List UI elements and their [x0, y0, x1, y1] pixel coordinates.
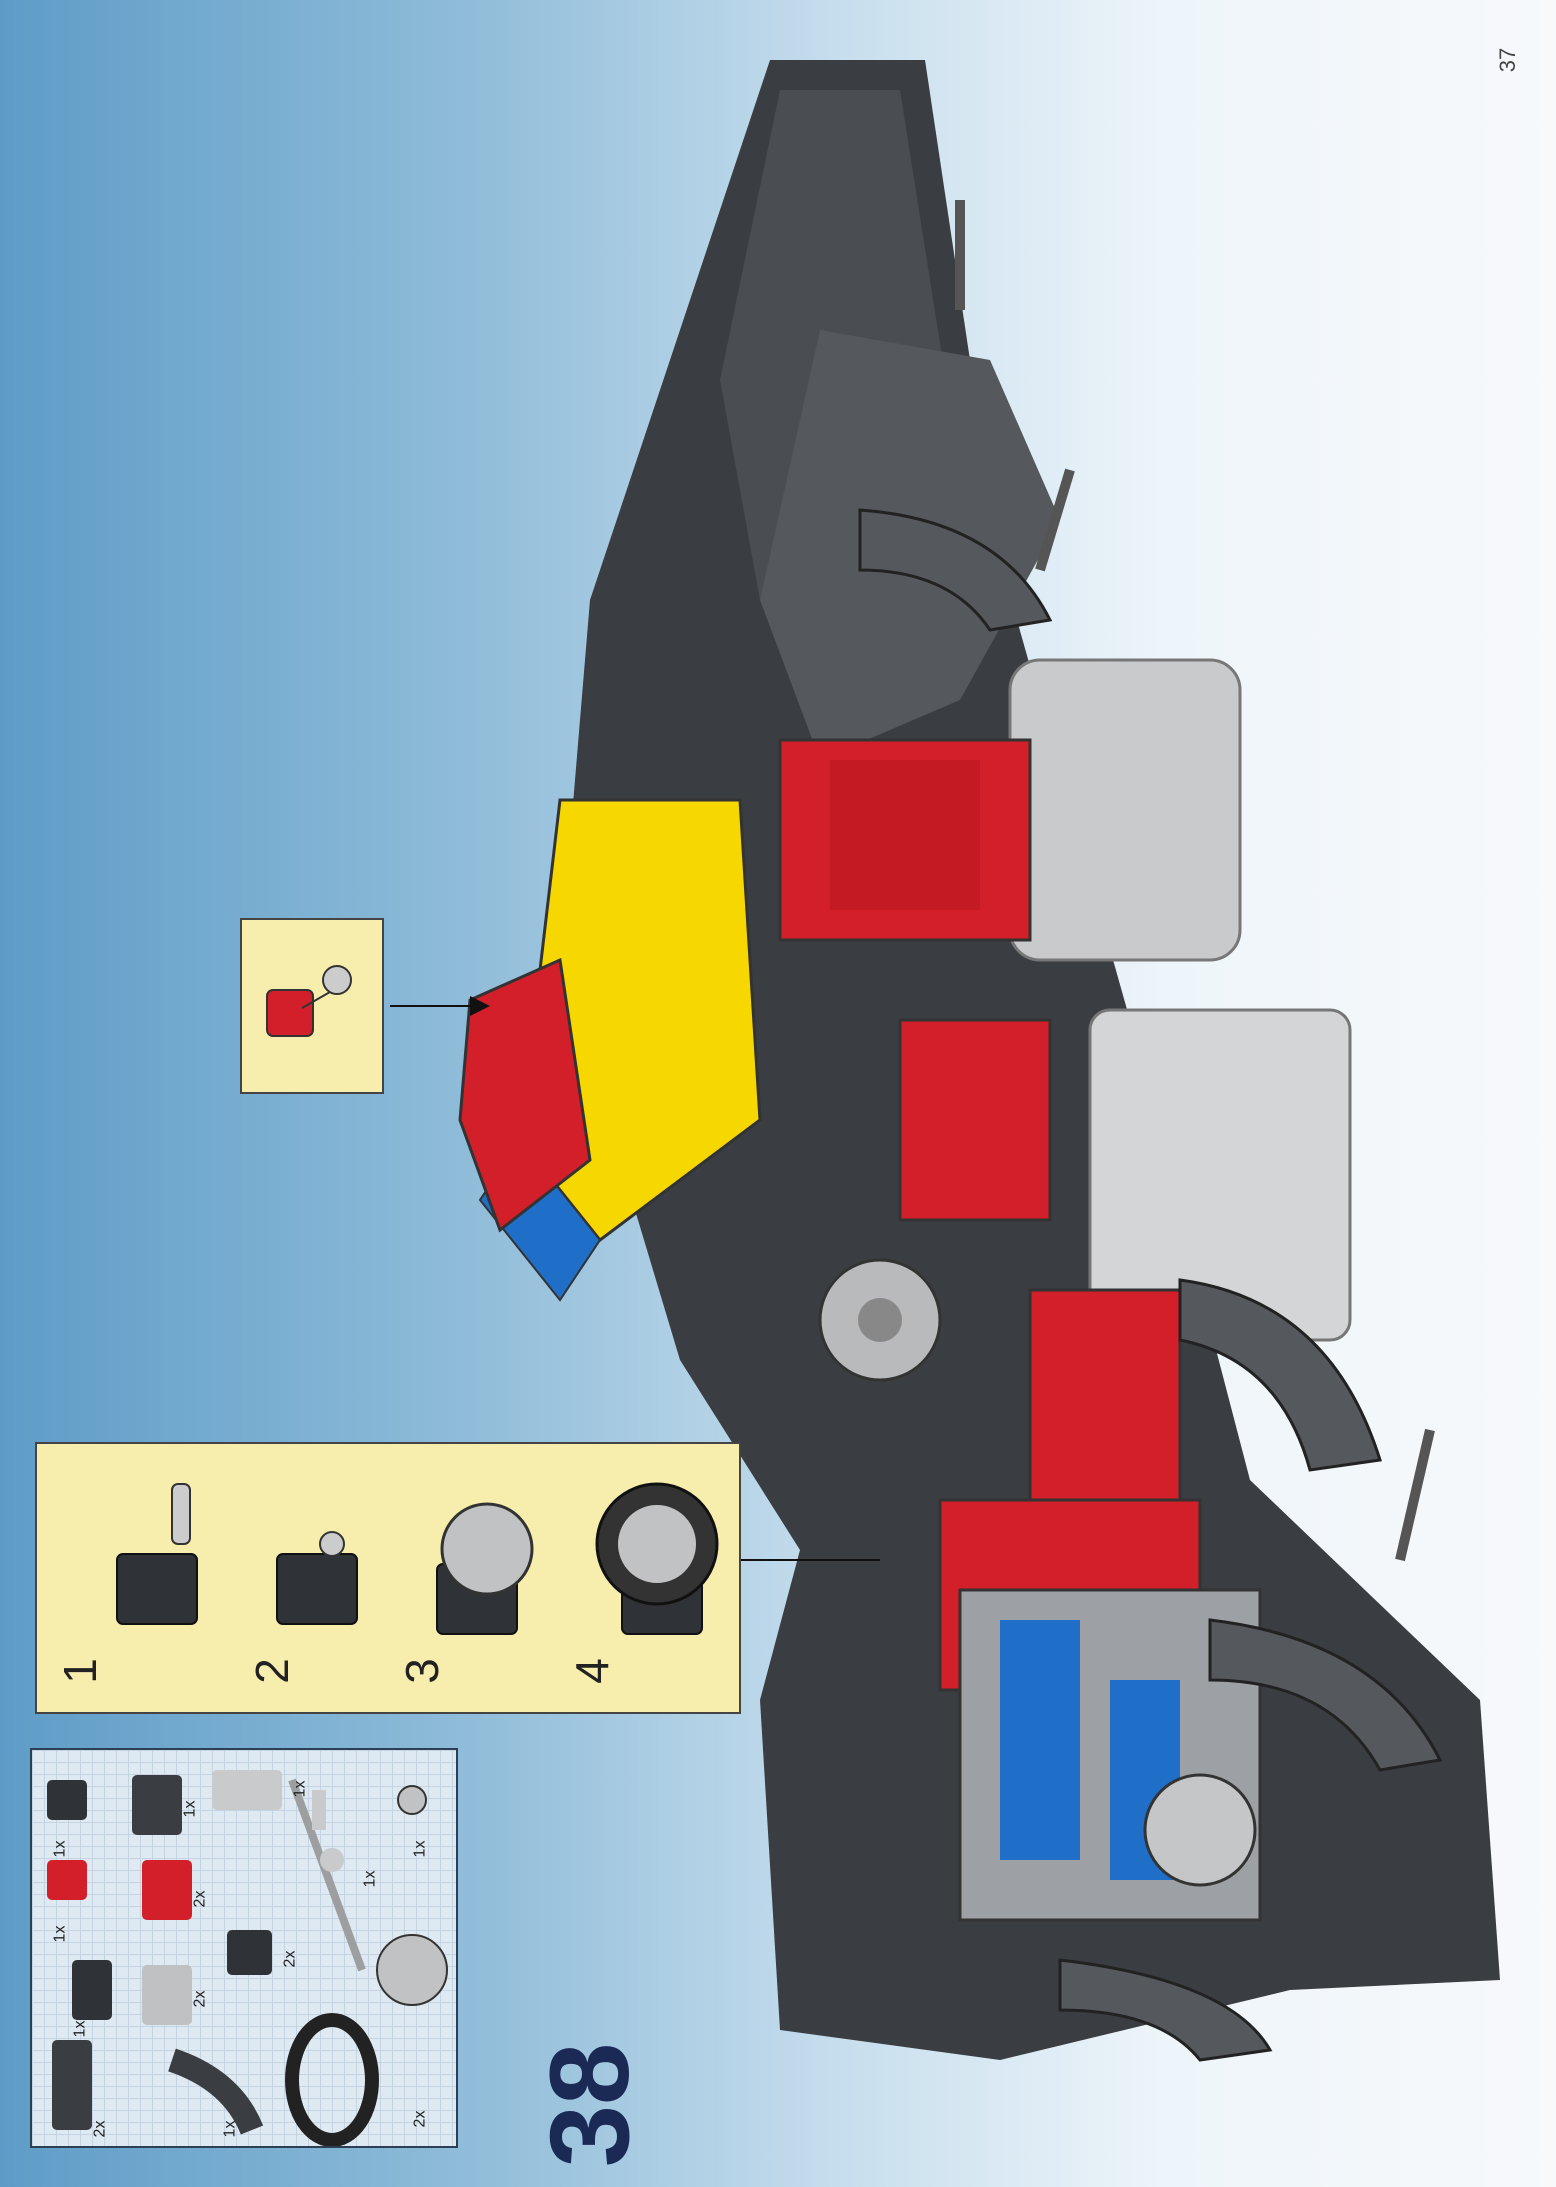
callout-arrow-head	[470, 996, 490, 1016]
callout-panel	[240, 918, 384, 1094]
parts-drawings	[47, 1770, 448, 2146]
step-number: 38	[527, 2042, 652, 2168]
radiator	[778, 738, 1032, 942]
part-quantity: 1x	[361, 1870, 379, 1888]
wheel	[818, 1258, 942, 1382]
part-quantity: 1x	[51, 1840, 69, 1858]
front-axles	[955, 200, 1435, 1562]
part-quantity: 2x	[411, 2110, 429, 2128]
sub-steps-panel: 1 2 3 4	[35, 1442, 741, 1714]
part-quantity: 1x	[291, 1780, 309, 1798]
parts-list-panel: 1x 1x 1x 2x 1x 2x 2x 1x 1x 2x 1x 1x 2x	[30, 1748, 458, 2148]
part-quantity: 2x	[191, 1890, 209, 1908]
callout-parts-icon	[266, 965, 352, 1037]
sub-steps-drawings	[116, 1482, 719, 1635]
wheel-arches	[858, 508, 1443, 2062]
part-quantity: 2x	[191, 1990, 209, 2008]
part-quantity: 1x	[51, 1925, 69, 1943]
part-quantity: 2x	[281, 1950, 299, 1968]
part-quantity: 1x	[221, 2120, 239, 2138]
part-quantity: 1x	[181, 1800, 199, 1818]
part-quantity: 1x	[71, 2020, 89, 2038]
part-quantity: 2x	[91, 2120, 109, 2138]
part-quantity: 1x	[411, 1840, 429, 1858]
cab-top	[458, 798, 762, 1302]
engine-block	[1008, 658, 1352, 1342]
